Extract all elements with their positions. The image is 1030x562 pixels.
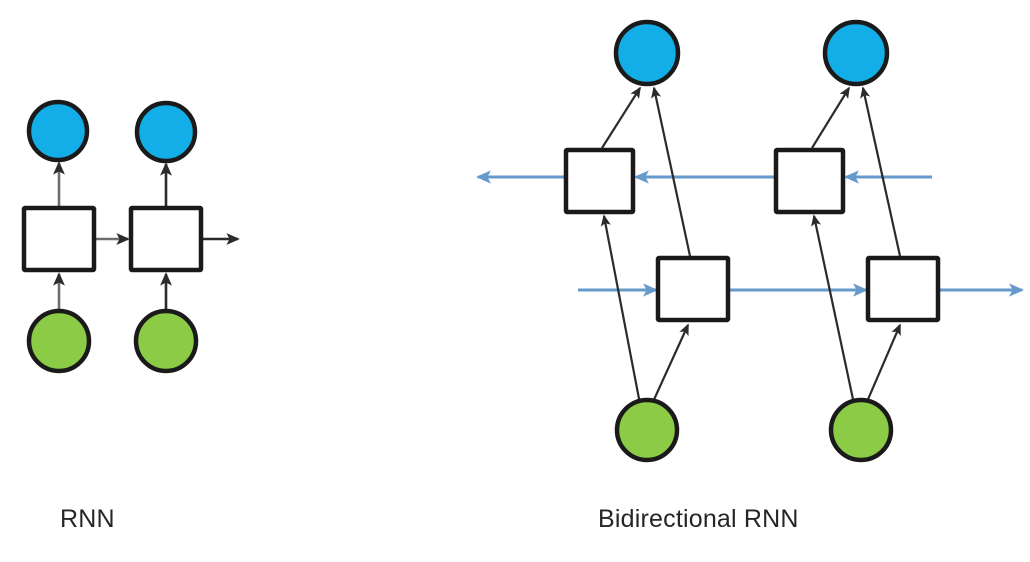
- input-node-t1[interactable]: [614, 397, 680, 463]
- rnn-diagram: [21, 99, 240, 374]
- edge-backward-t1-to-output-t1: [601, 86, 641, 149]
- edge-backward-t2-to-output-t2: [811, 86, 850, 149]
- bidirectional-rnn-diagram: [475, 19, 1025, 463]
- edge-input-t2-to-backward-t2: [811, 214, 856, 405]
- output-node-t1[interactable]: [613, 19, 681, 87]
- edge-forward-t1-to-output-t1: [651, 86, 692, 257]
- backward-cell-t1[interactable]: [563, 147, 636, 215]
- hidden-cell-t1[interactable]: [21, 205, 97, 273]
- forward-cell-t2[interactable]: [865, 255, 941, 323]
- bidirectional-rnn-caption: Bidirectional RNN: [598, 505, 799, 533]
- output-node-t1[interactable]: [26, 99, 90, 163]
- edge-input-t2-to-forward-t2: [864, 323, 902, 405]
- output-node-t2[interactable]: [134, 100, 198, 164]
- edge-input-t1-to-backward-t1: [600, 214, 642, 405]
- rnn-caption: RNN: [60, 505, 115, 533]
- backward-cell-t2[interactable]: [773, 147, 846, 215]
- hidden-cell-t2[interactable]: [128, 205, 204, 273]
- input-node-t2[interactable]: [828, 397, 894, 463]
- edge-input-t1-to-forward-t1: [650, 323, 690, 405]
- input-node-t2[interactable]: [133, 308, 199, 374]
- output-node-t2[interactable]: [822, 19, 890, 87]
- edge-forward-t2-to-output-t2: [860, 86, 902, 257]
- forward-cell-t1[interactable]: [655, 255, 731, 323]
- input-node-t1[interactable]: [26, 308, 92, 374]
